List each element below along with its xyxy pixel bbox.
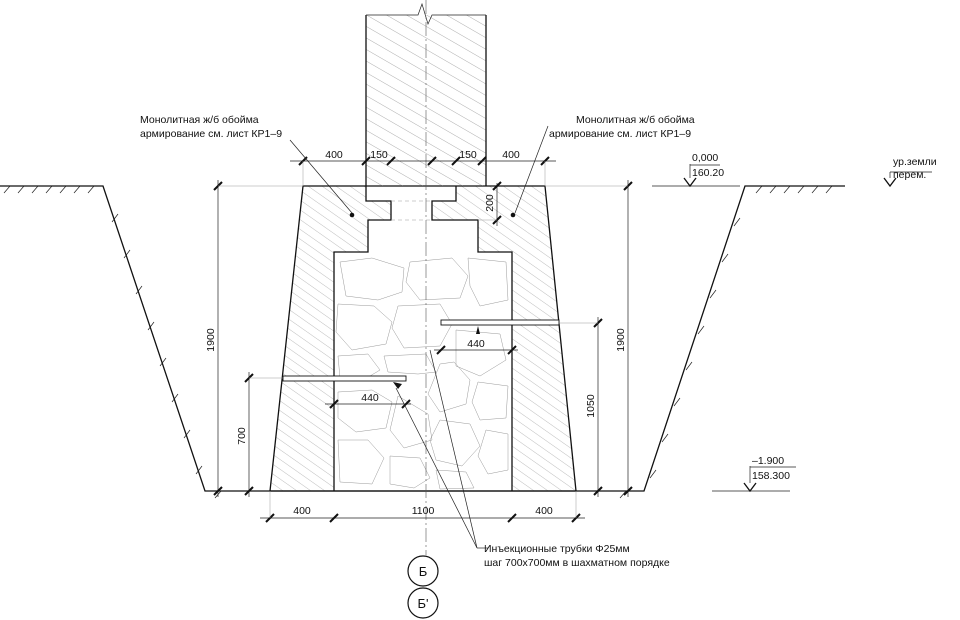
elevation-top-relative: 0,000 (692, 152, 718, 164)
shell-note-right-line2: армирование см. лист КР1–9 (549, 128, 691, 140)
concrete-shell (269, 185, 577, 492)
shell-note-left-line2: армирование см. лист КР1–9 (140, 128, 282, 140)
elevation-bottom-absolute: 158.300 (752, 470, 790, 482)
dimension-lines (213, 156, 633, 523)
dim-height-left-1900: 1900 (205, 328, 217, 352)
ground-note-line1: ур.земли (893, 156, 937, 168)
injection-note-line1: Инъекционные трубки Φ25мм (484, 543, 630, 555)
dim-bottom-mid-1100: 1100 (412, 505, 435, 517)
dim-pipe-lower-440: 440 (361, 392, 379, 404)
shell-note-left-line1: Монолитная ж/б обойма (140, 114, 259, 126)
axis-marker-b-label: Б (419, 564, 428, 579)
dim-step-200: 200 (484, 194, 496, 212)
axis-marker-b: Б (407, 555, 439, 587)
dim-top-right-150: 150 (459, 149, 477, 161)
leader-lines (289, 125, 549, 549)
dim-top-left-150: 150 (370, 149, 388, 161)
elevation-bottom-relative: –1.900 (752, 455, 784, 467)
axis-marker-b-prime: Б' (407, 587, 439, 619)
elevation-top-absolute: 160.20 (692, 167, 724, 179)
dim-bottom-left-400: 400 (293, 505, 311, 517)
elevation-marks (652, 164, 932, 493)
injection-note-line2: шаг 700х700мм в шахматном порядке (484, 557, 670, 569)
ground-section (0, 185, 845, 499)
dim-pipe-upper-440: 440 (467, 338, 485, 350)
axis-marker-b-prime-label: Б' (417, 596, 428, 611)
dim-height-right-1900: 1900 (615, 328, 627, 352)
ground-note-line2: перем. (893, 169, 926, 181)
dim-bottom-right-400: 400 (535, 505, 553, 517)
dim-top-left-400: 400 (325, 149, 343, 161)
dim-top-right-400: 400 (502, 149, 520, 161)
injection-pipes (282, 319, 560, 389)
dim-height-700: 700 (236, 427, 248, 445)
dim-height-1050: 1050 (585, 394, 597, 418)
rubble-masonry-core (335, 257, 509, 490)
shell-note-right-line1: Монолитная ж/б обойма (576, 114, 695, 126)
